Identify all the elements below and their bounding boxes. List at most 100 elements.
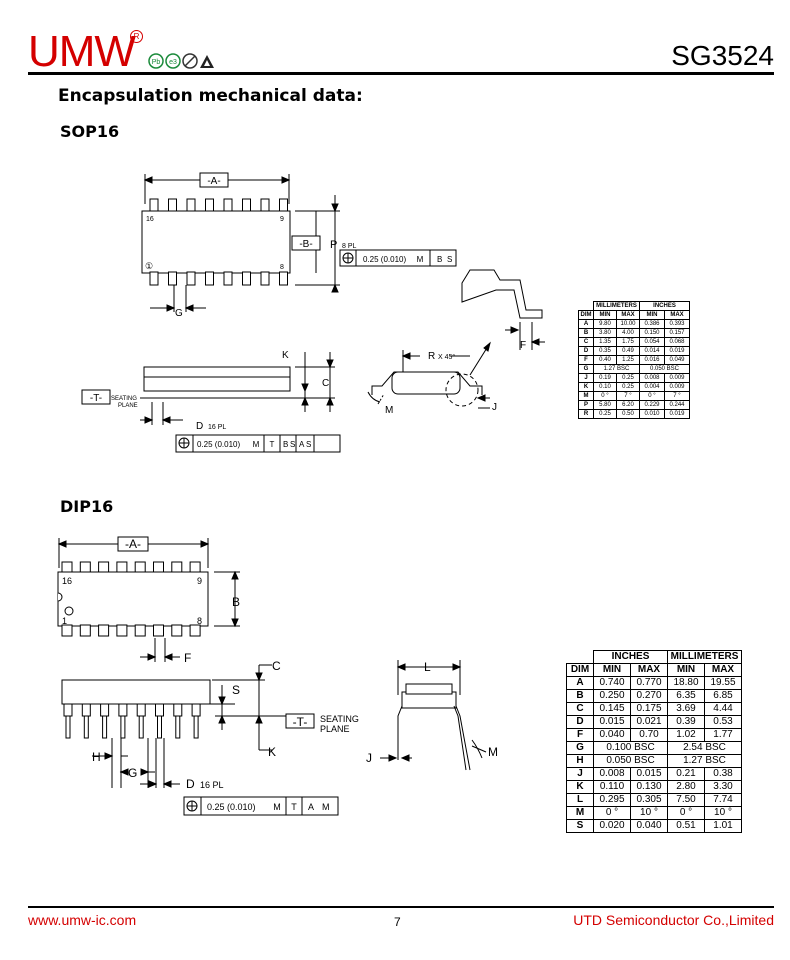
dip-label-b: B — [232, 595, 240, 609]
dip-value-cell: 0 ° — [593, 806, 631, 820]
dip-value-cell: 18.80 — [667, 676, 705, 690]
dip-label-s: S — [232, 683, 240, 697]
sop-pin — [149, 198, 159, 213]
sop-tol1-s: S — [447, 255, 452, 264]
sop-value-cell: 0.054 — [639, 337, 665, 347]
sop-seating: SEATING — [111, 396, 137, 402]
dip-value-cell: 0.21 — [667, 767, 705, 781]
sop-pin — [205, 271, 214, 286]
sop-col-max-1: MAX — [616, 310, 640, 320]
dip-lead-shoulder — [155, 703, 164, 717]
dip-group-header-2: MILLIMETERS — [667, 650, 742, 664]
svg-text:e3: e3 — [169, 59, 177, 66]
dip-dim-cell: D — [566, 715, 594, 729]
sop-value-cell: 0.009 — [664, 373, 690, 383]
dip-value-cell: 0.100 BSC — [593, 741, 668, 755]
sop-tol1-b: B — [437, 255, 442, 264]
dip-value-cell: 3.30 — [704, 780, 742, 794]
dip-col-dim: DIM — [566, 663, 594, 677]
dip-value-cell: 1.02 — [667, 728, 705, 742]
dip-dim-cell: F — [566, 728, 594, 742]
dip-value-cell: 0.040 — [593, 728, 631, 742]
dip-label-g: G — [128, 766, 137, 780]
sop-dim-cell: M — [578, 391, 594, 401]
sop-value-cell: 0.068 — [664, 337, 690, 347]
dip-label-t: -T- — [293, 715, 308, 729]
dip-lead — [102, 715, 108, 739]
dip-pin — [134, 624, 146, 637]
dip-dim-cell: S — [566, 819, 594, 833]
dip-value-cell: 6.85 — [704, 689, 742, 703]
sop-value-cell: 0.009 — [664, 382, 690, 392]
sop-pin8: 8 — [280, 264, 284, 271]
dip-value-cell: 0.740 — [593, 676, 631, 690]
sop-tol2-b: B — [283, 440, 288, 449]
sop-value-cell: 0.019 — [664, 346, 690, 356]
dip-value-cell: 0 ° — [667, 806, 705, 820]
dip-tol-t: T — [291, 802, 297, 812]
sop-label-m: M — [385, 405, 393, 416]
sop-dim-cell: P — [578, 400, 594, 410]
dip-lead-shoulder — [173, 703, 183, 717]
sop-value-cell: 1.75 — [616, 337, 640, 347]
sop-pin — [279, 198, 288, 213]
dip-col-max-1: MAX — [630, 663, 668, 677]
dip-tol-value: 0.25 (0.010) — [207, 802, 256, 812]
sop-col-min-1: MIN — [593, 310, 617, 320]
dip-pin — [116, 624, 128, 637]
sop-value-cell: 0.40 — [593, 355, 617, 365]
sop-col-dim: DIM — [578, 310, 594, 320]
dip-value-cell: 19.55 — [704, 676, 742, 690]
footer-url[interactable]: www.umw-ic.com — [28, 912, 137, 928]
sop-dim-cell: F — [578, 355, 594, 365]
sop-value-cell: 0.25 — [616, 373, 640, 383]
footer-rule — [28, 906, 774, 908]
dip-dim-cell: M — [566, 806, 594, 820]
dip-value-cell: 1.27 BSC — [667, 754, 742, 768]
dip-col-min-2: MIN — [667, 663, 705, 677]
dip-dim-cell: C — [566, 702, 594, 716]
dip-value-cell: 0.015 — [593, 715, 631, 729]
sop-value-cell: 1.25 — [616, 355, 640, 365]
page-number: 7 — [394, 915, 401, 929]
dip-pin — [98, 561, 110, 574]
sop-tol2-s2: S — [306, 440, 311, 449]
dip-lead — [175, 715, 181, 739]
dip-label-m: M — [488, 745, 498, 759]
dip-lead-shoulder — [118, 703, 128, 717]
dip-label-f: F — [184, 651, 191, 665]
dip-dim-cell: G — [566, 741, 594, 755]
sop-label-c: C — [322, 378, 329, 389]
sop-value-cell: 7 ° — [664, 391, 690, 401]
dip-value-cell: 0.270 — [630, 689, 668, 703]
dip-label-d-pl: 16 PL — [200, 780, 224, 790]
dip-dim-cell: H — [566, 754, 594, 768]
dip-label-k: K — [268, 745, 276, 759]
sop-value-cell: 0.25 — [593, 409, 617, 419]
dip-label-j: J — [366, 751, 372, 765]
sop-col-max-2: MAX — [664, 310, 690, 320]
dip-value-cell: 0.110 — [593, 780, 631, 794]
dip-lead — [120, 715, 126, 739]
svg-text:Pb: Pb — [152, 59, 161, 66]
dip-col-max-2: MAX — [704, 663, 742, 677]
sop16-dimension-table: MILLIMETERS INCHES DIM MIN MAX MIN MAX A… — [578, 301, 690, 419]
sop-pin — [242, 198, 251, 213]
dip-value-cell: 3.69 — [667, 702, 705, 716]
sop-label-p: P — [330, 239, 337, 251]
sop-label-k: K — [282, 350, 289, 361]
sop-value-cell: 0.014 — [639, 346, 665, 356]
sop-value-cell: 0.016 — [639, 355, 665, 365]
dip-value-cell: 2.80 — [667, 780, 705, 794]
sop-pin — [205, 198, 214, 213]
sop-pin9: 9 — [280, 216, 284, 223]
